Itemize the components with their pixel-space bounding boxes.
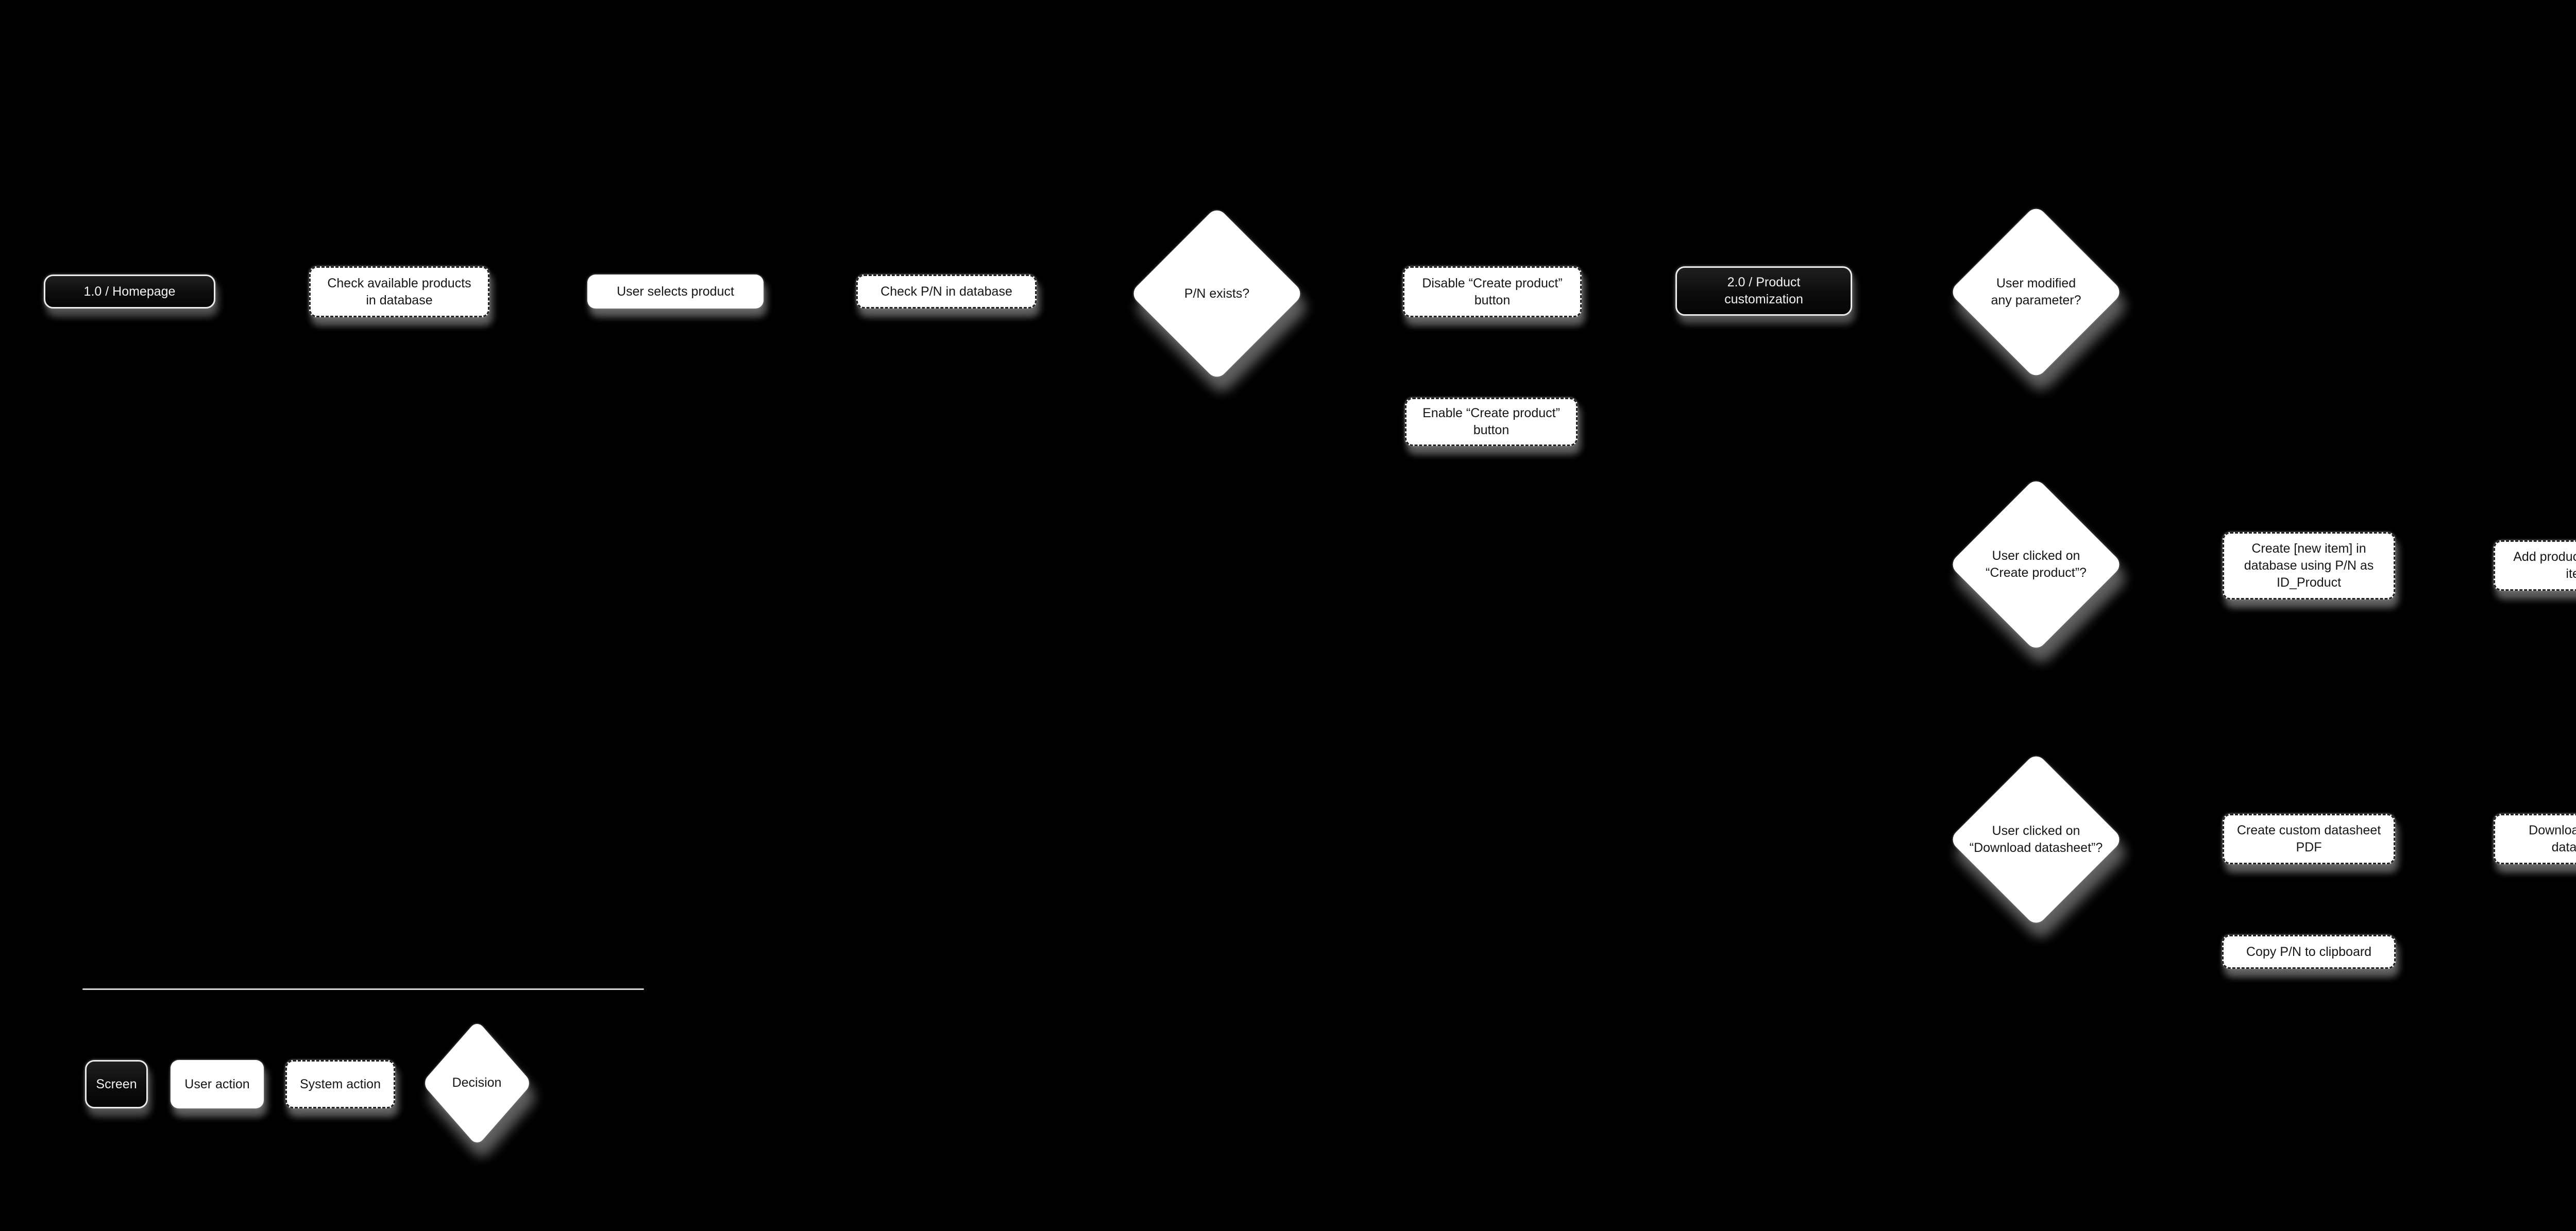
node-enable-create-product-button: Enable “Create product” button	[1405, 398, 1578, 446]
node-label: 2.0 / Product customization	[1724, 275, 1803, 306]
node-create-new-item-in-database: Create [new item] in database using P/N …	[2223, 532, 2395, 600]
node-label: 1.0 / Homepage	[83, 284, 176, 299]
legend-item-user-action: User action	[171, 1060, 264, 1108]
node-label: Copy P/N to clipboard	[2246, 944, 2372, 959]
node-decision-user-clicked-create-product: User clicked on “Create product”?	[1948, 477, 2124, 652]
node-disable-create-product-button: Disable “Create product” button	[1403, 266, 1582, 317]
node-add-product-list: Add product list in [new item]	[2494, 540, 2576, 591]
legend-item-decision: Decision	[421, 1019, 532, 1147]
node-label: User selects product	[617, 284, 734, 299]
node-label: User clicked on “Download datasheet”?	[1969, 824, 2103, 855]
legend-label: System action	[299, 1076, 381, 1091]
node-decision-user-clicked-download-datasheet: User clicked on “Download datasheet”?	[1948, 752, 2124, 927]
node-check-pn-in-database: Check P/N in database	[856, 275, 1037, 309]
node-label: User clicked on “Create product”?	[1986, 549, 2087, 580]
node-label: Create [new item] in database using P/N …	[2244, 541, 2374, 590]
legend-label: User action	[184, 1076, 250, 1091]
node-label: Check P/N in database	[880, 284, 1012, 299]
node-create-custom-datasheet-pdf: Create custom datasheet PDF	[2223, 814, 2395, 864]
node-label: Check available products in database	[327, 276, 471, 307]
node-copy-pn-to-clipboard: Copy P/N to clipboard	[2222, 935, 2396, 969]
node-homepage-screen: 1.0 / Homepage	[44, 275, 215, 309]
node-label: Download custom datasheet	[2529, 823, 2576, 854]
node-user-selects-product: User selects product	[587, 275, 764, 309]
legend-divider	[82, 988, 644, 990]
node-label: Create custom datasheet PDF	[2236, 823, 2381, 854]
node-decision-pn-exists: P/N exists?	[1129, 206, 1304, 381]
legend-item-system-action: System action	[285, 1060, 395, 1108]
node-label: Disable “Create product” button	[1422, 276, 1563, 307]
legend-item-screen: Screen	[85, 1060, 148, 1108]
node-label: Add product list in [new item]	[2513, 550, 2576, 581]
node-label: Enable “Create product” button	[1422, 406, 1560, 437]
node-download-custom-datasheet: Download custom datasheet	[2494, 814, 2576, 864]
node-label: User modified any parameter?	[1991, 276, 2081, 307]
node-decision-user-modified-parameter: User modified any parameter?	[1948, 204, 2124, 380]
legend-label: Decision	[452, 1075, 502, 1090]
node-label: P/N exists?	[1184, 286, 1250, 301]
node-check-available-products: Check available products in database	[309, 266, 489, 317]
legend-label: Screen	[96, 1076, 137, 1091]
node-product-customization-screen: 2.0 / Product customization	[1675, 266, 1852, 316]
